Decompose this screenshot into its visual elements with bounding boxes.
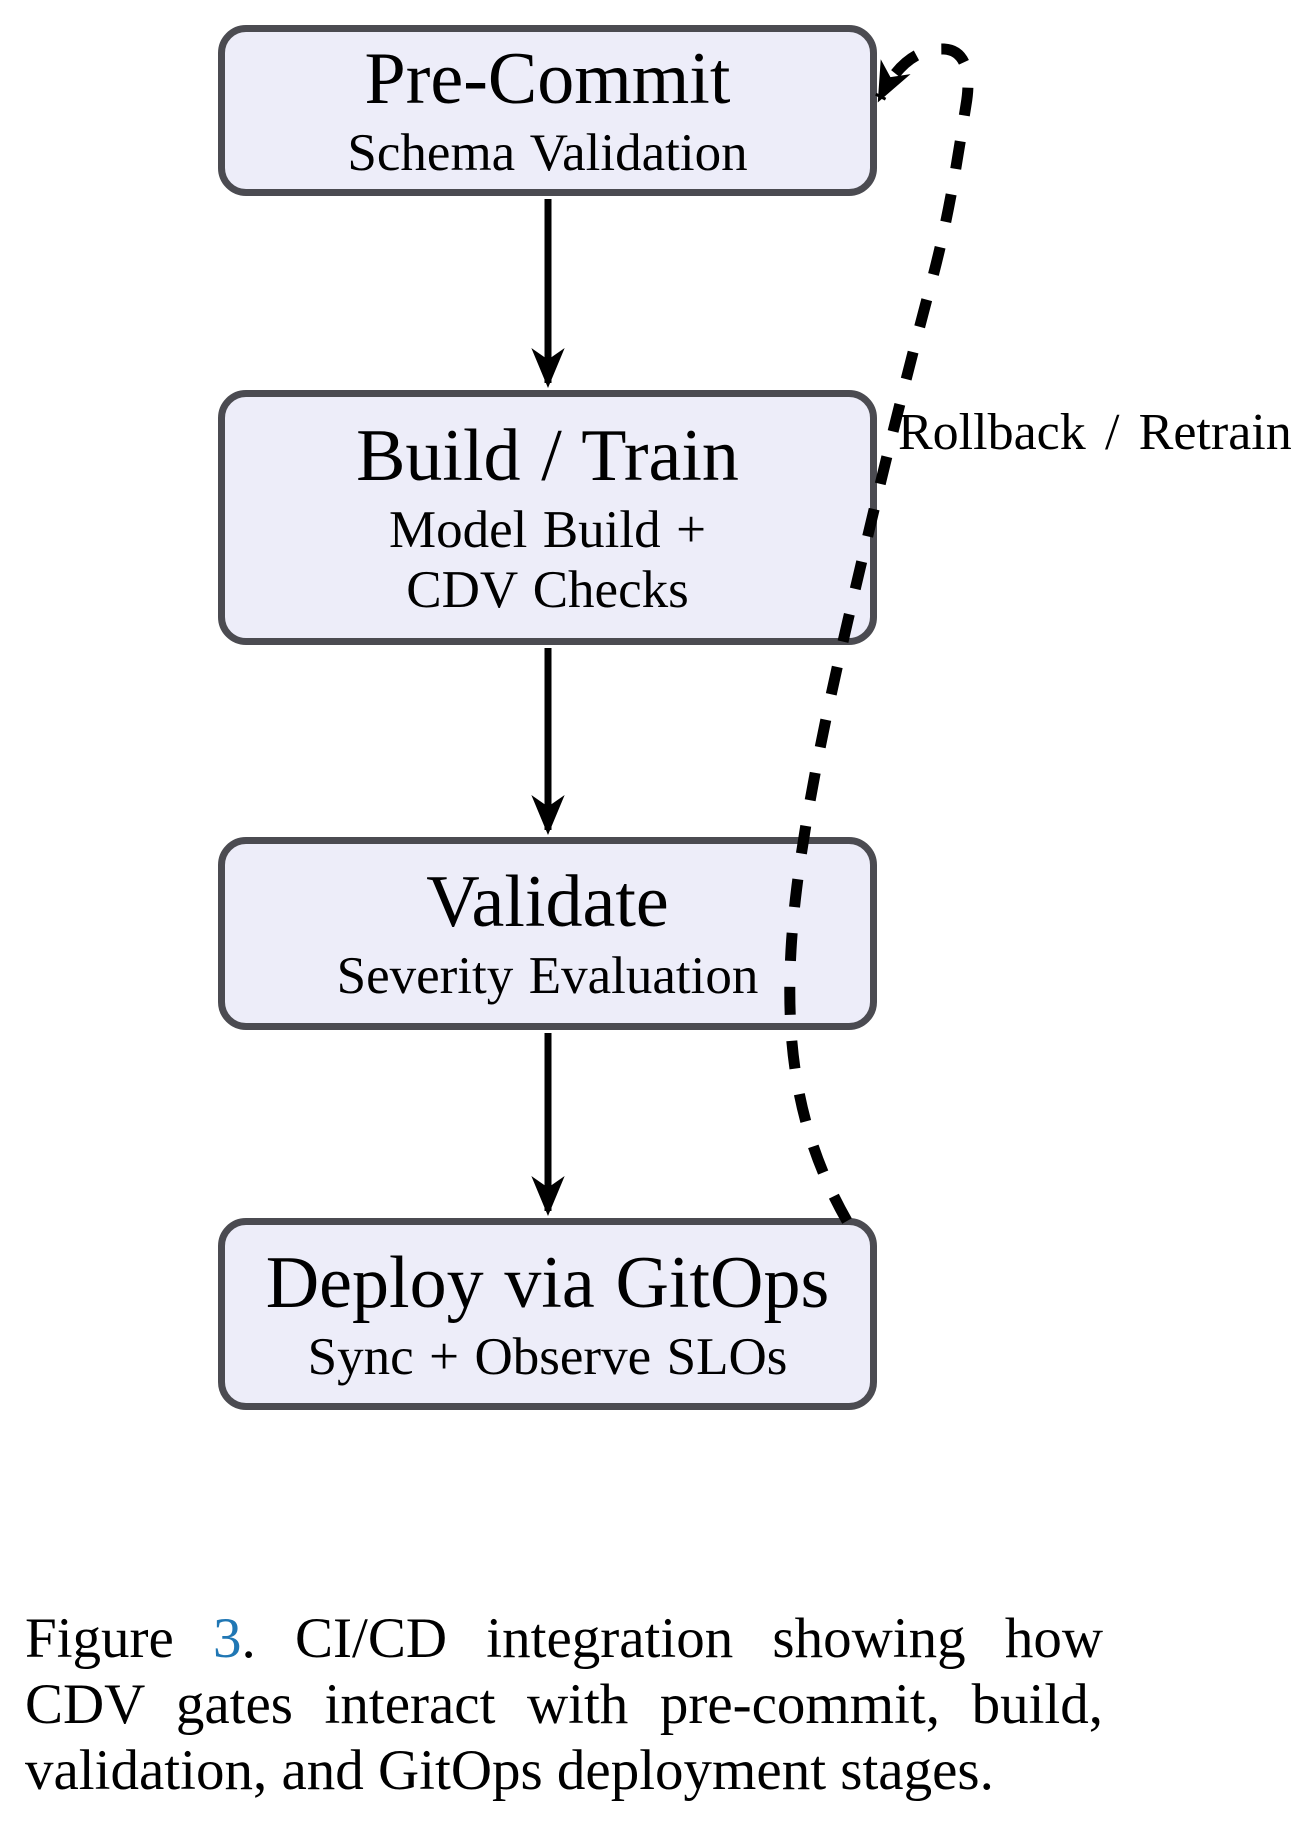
- node-pre-commit-title: Pre-Commit: [364, 38, 731, 121]
- node-validate-subtitle: Severity Evaluation: [336, 947, 759, 1006]
- caption-line-2: CDV gates interact with pre-commit, buil…: [25, 1673, 1103, 1736]
- node-validate: Validate Severity Evaluation: [218, 837, 877, 1030]
- caption-line-1-text: . CI/CD integration showing how: [241, 1607, 1103, 1670]
- caption-figure-word: Figure: [25, 1607, 214, 1670]
- node-deploy-title: Deploy via GitOps: [265, 1241, 830, 1324]
- node-build-train: Build / Train Model Build + CDV Checks: [218, 390, 877, 645]
- node-pre-commit: Pre-Commit Schema Validation: [218, 25, 877, 196]
- node-build-train-subtitle-2: CDV Checks: [406, 561, 689, 620]
- caption-line-1: Figure 3. CI/CD integration showing how: [25, 1606, 1103, 1672]
- node-build-train-title: Build / Train: [356, 415, 739, 498]
- node-validate-title: Validate: [426, 861, 669, 944]
- caption-line-3: validation, and GitOps deployment stages…: [25, 1739, 994, 1802]
- node-build-train-subtitle-1: Model Build +: [388, 501, 707, 559]
- rollback-retrain-label: Rollback / Retrain: [898, 404, 1292, 461]
- node-deploy: Deploy via GitOps Sync + Observe SLOs: [218, 1218, 877, 1410]
- node-deploy-subtitle: Sync + Observe SLOs: [307, 1327, 788, 1386]
- node-pre-commit-subtitle: Schema Validation: [347, 124, 748, 183]
- figure-caption: Figure 3. CI/CD integration showing how …: [25, 1606, 1103, 1804]
- figure-number-link[interactable]: 3: [213, 1607, 242, 1670]
